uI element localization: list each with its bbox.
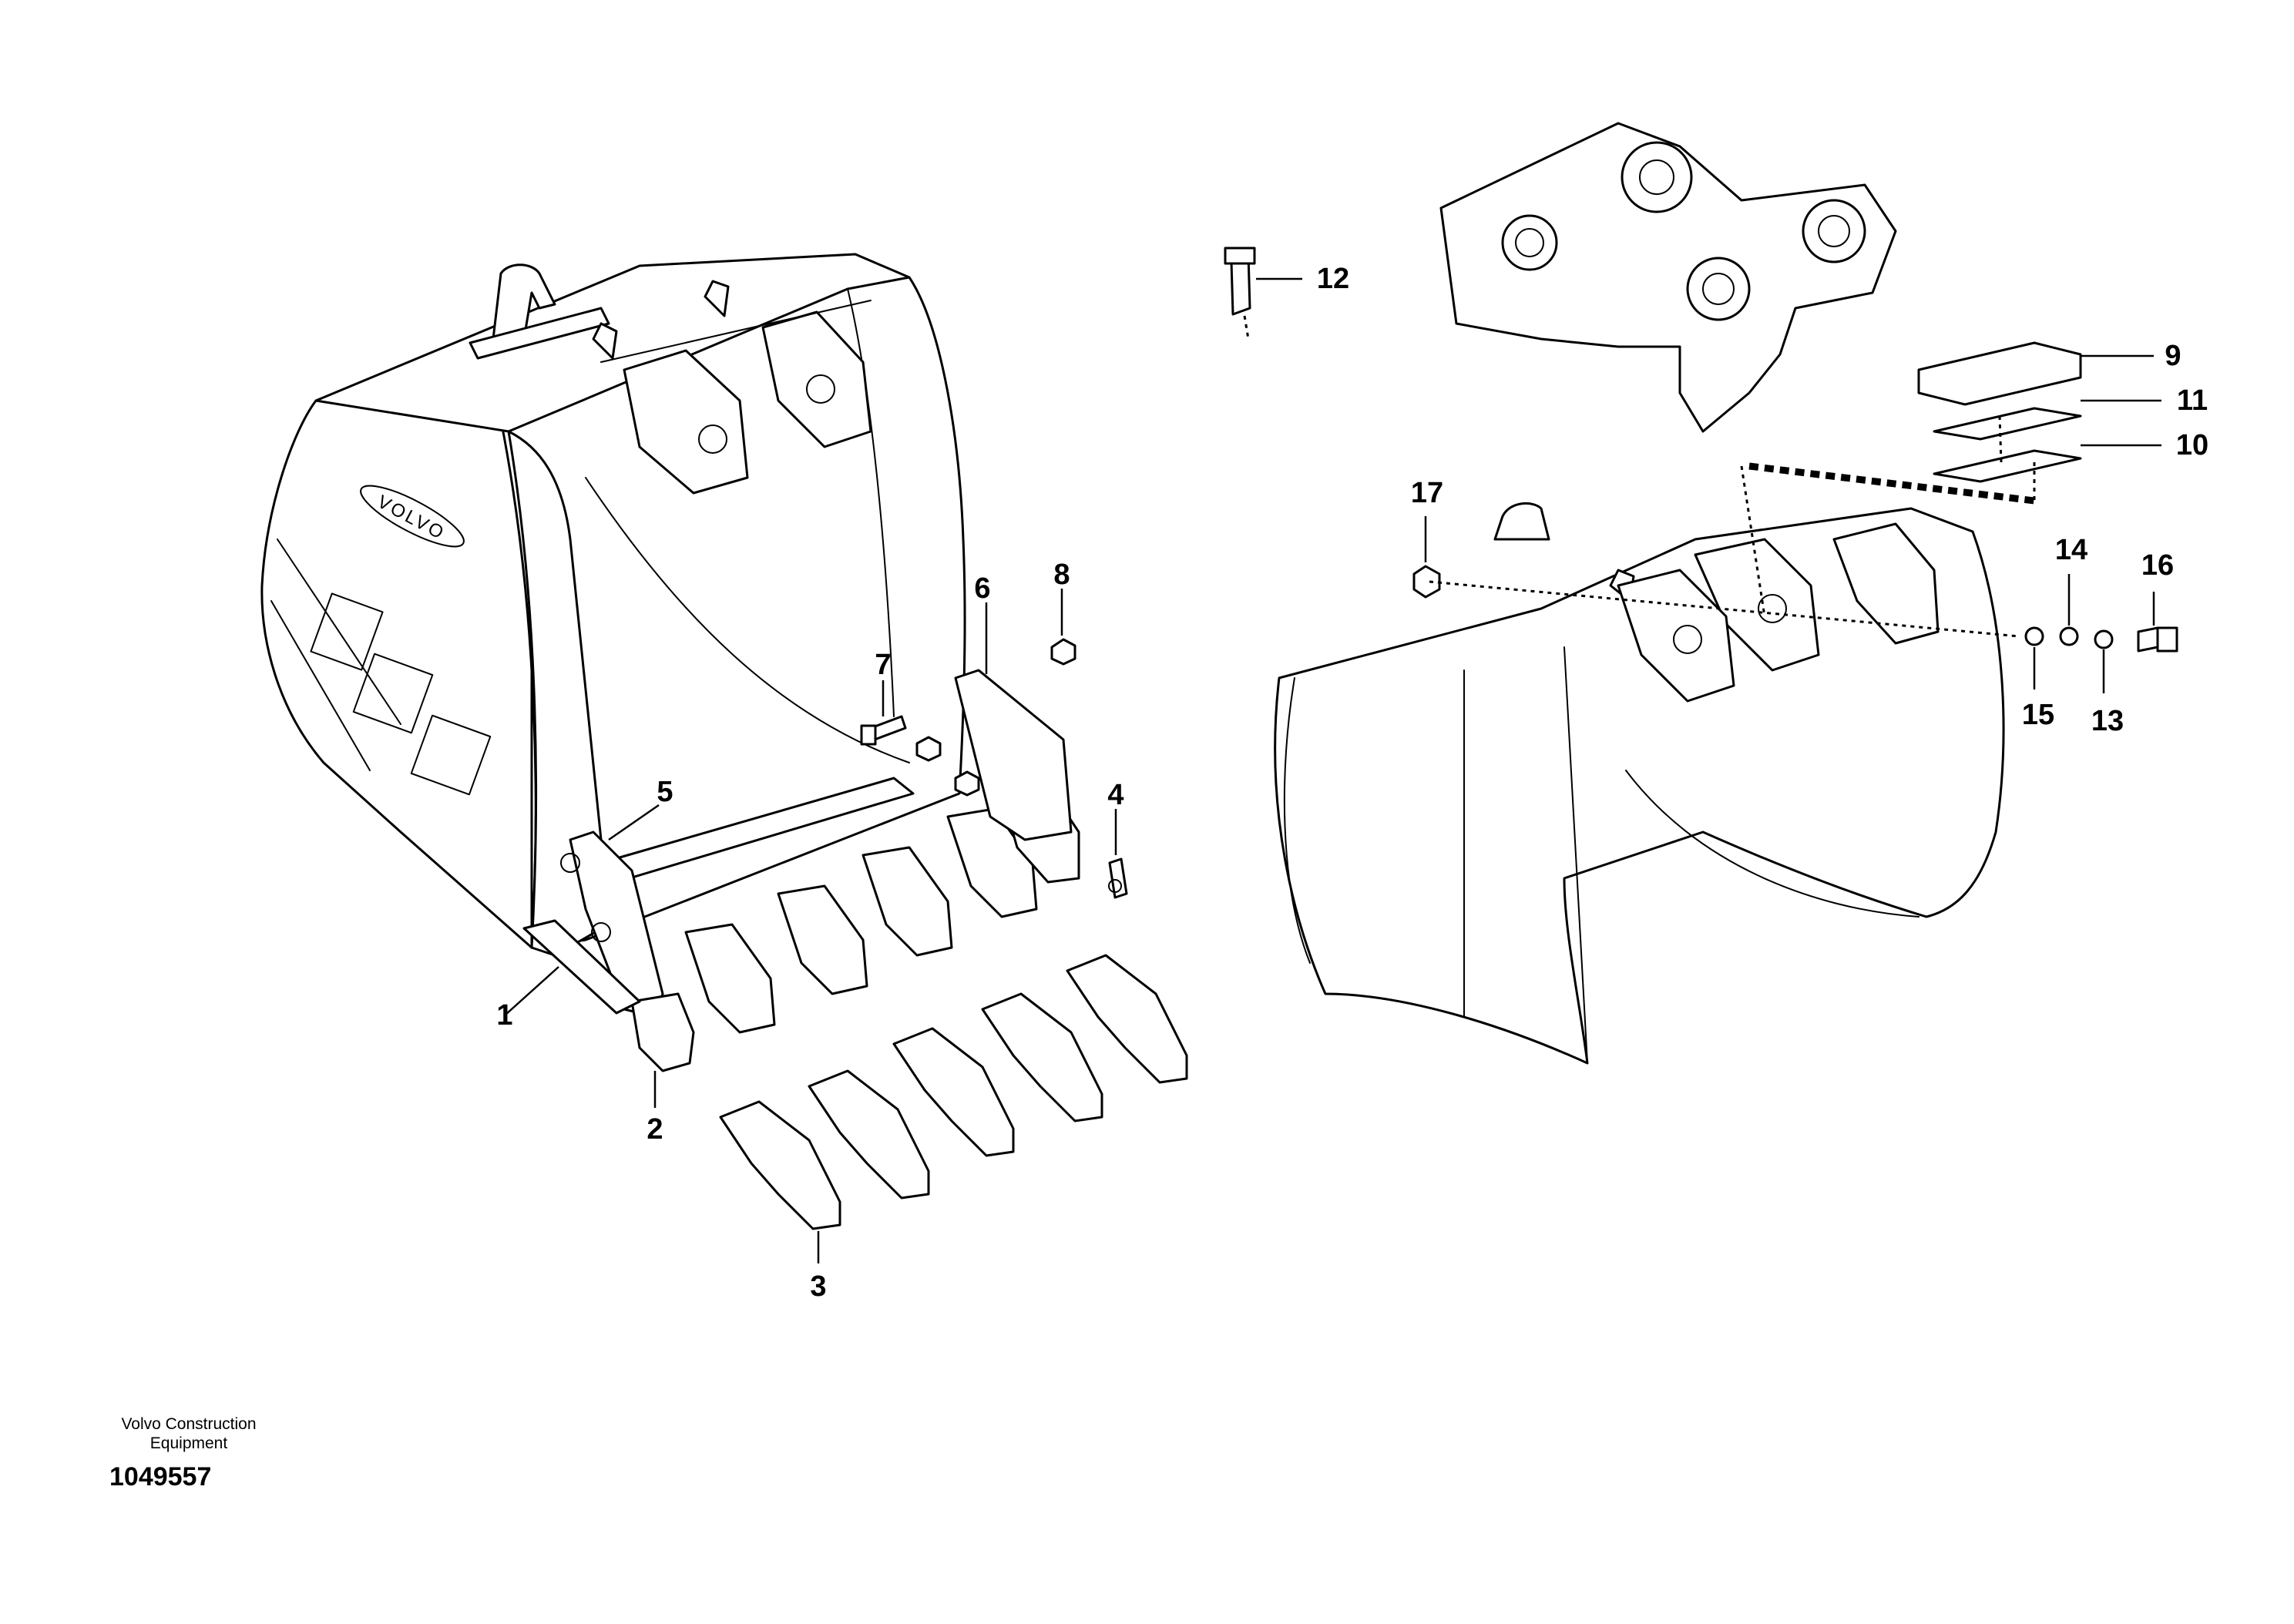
- washer-14: [2059, 626, 2079, 646]
- shim-stack: [1224, 247, 2082, 483]
- pin-hardware: [1412, 565, 2178, 653]
- bucket-side-plate: [260, 399, 533, 949]
- tooth-adapter-2: [777, 884, 868, 995]
- tooth-2: [808, 1069, 930, 1200]
- callout-2: 2: [647, 1113, 663, 1146]
- callout-16: 16: [2141, 549, 2174, 582]
- shim-11: [1933, 407, 2082, 441]
- callout-7: 7: [875, 649, 891, 681]
- callout-labels: 1 2 3 4 5 6 7 8 9 10 11 12 13 14 15 16 1…: [496, 263, 2208, 1303]
- corner-adapter: [630, 992, 695, 1072]
- callout-3: 3: [810, 1270, 826, 1303]
- leader-lines: [504, 277, 2161, 1263]
- side-base-plate: [522, 919, 641, 1015]
- callout-17: 17: [1411, 477, 1443, 509]
- bucket-right: [1274, 502, 2005, 1065]
- coupler-pin-hole-3: [1802, 199, 1866, 263]
- tooth-adapter-3: [862, 846, 953, 957]
- leader-5: [608, 804, 660, 841]
- callout-5: 5: [657, 776, 673, 808]
- tooth-5: [1066, 954, 1188, 1084]
- wear-plate: [954, 669, 1073, 841]
- bolt-7-head: [860, 724, 877, 746]
- callout-14: 14: [2055, 534, 2087, 566]
- quick-coupler: [1439, 122, 1897, 433]
- callout-8: 8: [1053, 559, 1070, 591]
- callout-15: 15: [2022, 699, 2054, 731]
- callout-1: 1: [496, 999, 512, 1032]
- callout-9: 9: [2165, 340, 2181, 372]
- callout-4: 4: [1107, 779, 1123, 811]
- washer-13: [2094, 629, 2114, 649]
- coupler-pin-hole-1: [1501, 214, 1558, 271]
- manufacturer-caption: Volvo Construction Equipment 1049557: [100, 1414, 277, 1492]
- lock-pin: [1108, 857, 1128, 899]
- callout-11: 11: [2177, 384, 2208, 417]
- mount-pin-boss-1: [623, 349, 749, 495]
- coupler-pin-hole-2: [1621, 141, 1693, 213]
- bucket-left: VOLVO: [260, 253, 1188, 1230]
- manufacturer-line-2: Equipment: [149, 1434, 228, 1452]
- shim-10: [1933, 449, 2082, 483]
- drawing-number: 1049557: [109, 1462, 212, 1491]
- manufacturer-line-1: Volvo Construction: [121, 1415, 257, 1433]
- bolt-16: [2137, 626, 2159, 653]
- leader-1: [504, 966, 559, 1016]
- washer-15: [2024, 626, 2044, 646]
- tooth-4: [981, 992, 1103, 1122]
- tooth-3: [892, 1027, 1015, 1157]
- nut-8: [1050, 638, 1076, 666]
- bucket-teeth: [719, 954, 1188, 1230]
- mount-bracket-left: [492, 263, 556, 341]
- plate-9: [1917, 341, 2082, 406]
- callout-13: 13: [2091, 705, 2124, 737]
- nut-17: [1412, 565, 1441, 599]
- tooth-adapter-1: [684, 923, 776, 1034]
- tooth-1: [719, 1100, 841, 1230]
- coupler-pin-hole-4: [1686, 257, 1751, 321]
- callout-6: 6: [974, 572, 990, 605]
- callout-12: 12: [1317, 263, 1349, 295]
- callout-10: 10: [2176, 429, 2208, 461]
- bucket-front-side-plate: [507, 430, 610, 957]
